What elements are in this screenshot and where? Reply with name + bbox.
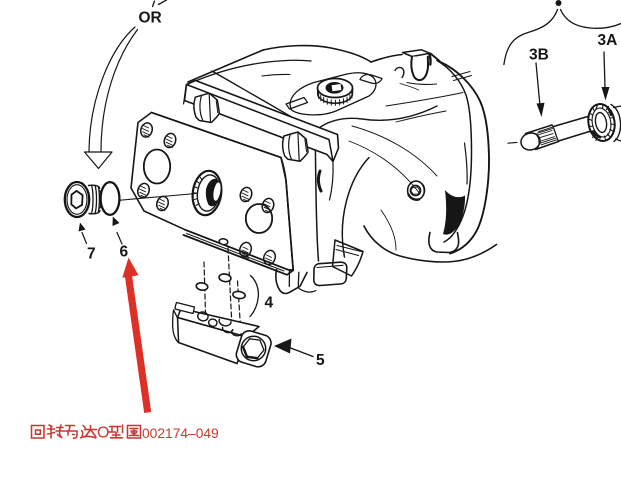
svg-text:002174–049: 002174–049 xyxy=(142,426,219,441)
svg-text:4: 4 xyxy=(265,295,274,312)
svg-text:3B: 3B xyxy=(529,47,549,64)
svg-text:5: 5 xyxy=(316,352,325,369)
svg-text:6: 6 xyxy=(120,244,129,261)
svg-text:O: O xyxy=(97,425,109,442)
svg-text:3A: 3A xyxy=(598,32,618,49)
svg-text:7: 7 xyxy=(87,246,96,263)
svg-text:OR: OR xyxy=(139,10,162,27)
